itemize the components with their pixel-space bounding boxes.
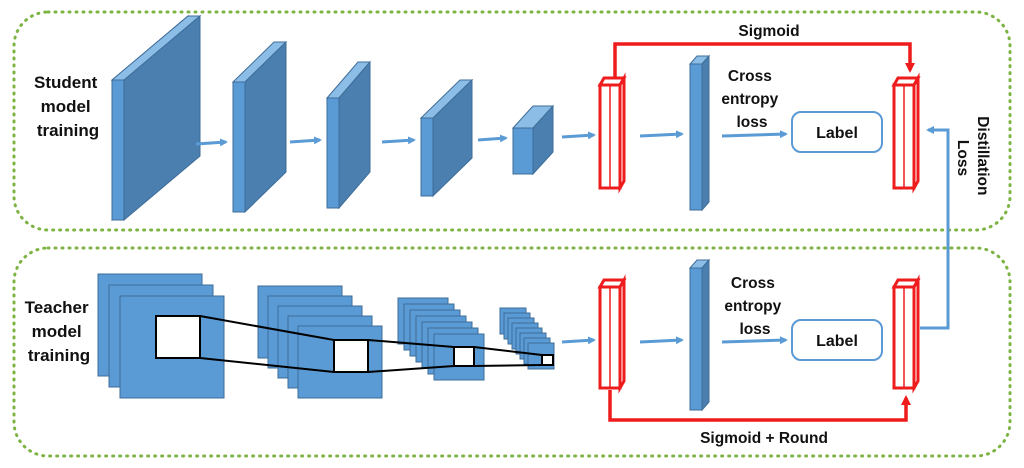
- teacher-title: Teacher model training: [25, 298, 94, 365]
- student-conv-block-4: [419, 78, 474, 198]
- student-sigmoid-label: Sigmoid: [738, 23, 799, 40]
- student-conv-block-2: [231, 40, 288, 214]
- teacher-label-box: Label: [791, 319, 883, 361]
- student-fc-layer: [688, 54, 711, 212]
- student-title-line-1: Student: [34, 73, 98, 92]
- teacher-label-text: Label: [816, 333, 858, 350]
- student-output-vector: [597, 72, 627, 194]
- teacher-receptive-field-squares: [155, 315, 554, 373]
- teacher-title-line-2: model: [32, 322, 82, 341]
- student-arrow-5: [561, 131, 596, 140]
- student-title: Student model training: [34, 73, 102, 140]
- student-arrow-4: [477, 134, 508, 143]
- teacher-fc-layer: [688, 258, 711, 412]
- distillation-loss-arrow: [920, 126, 950, 330]
- teacher-arrow-3: [721, 336, 788, 345]
- student-prediction-vector: [891, 72, 921, 194]
- teacher-receptive-field-lines: [199, 315, 543, 373]
- distillation-loss-label: Distillation Loss: [954, 116, 991, 200]
- teacher-prediction-vector: [891, 274, 921, 394]
- teacher-feature-stack-4: [499, 307, 555, 370]
- student-conv-block-3: [325, 60, 372, 210]
- teacher-arrow-1: [561, 336, 596, 345]
- student-label-box: Label: [791, 111, 883, 153]
- student-arrow-3: [381, 136, 416, 145]
- student-label-text: Label: [816, 125, 858, 142]
- student-arrow-2: [289, 136, 322, 145]
- teacher-sigmoid-round-arrow: [608, 390, 911, 422]
- student-conv-block-5: [511, 104, 555, 176]
- student-arrow-1: [195, 138, 228, 147]
- student-panel: [12, 10, 1012, 232]
- teacher-arrow-2: [639, 336, 684, 345]
- teacher-output-vector: [597, 274, 627, 394]
- student-cross-entropy-label: Cross entropy loss: [721, 68, 782, 131]
- teacher-cross-entropy-label: Cross entropy loss: [724, 275, 785, 338]
- student-arrow-6: [639, 130, 684, 139]
- student-sigmoid-arrow: [613, 42, 915, 78]
- student-title-line-2: model: [41, 97, 91, 116]
- teacher-title-line-3: training: [28, 346, 90, 365]
- teacher-feature-stack-2: [257, 285, 383, 399]
- student-conv-block-1: [110, 14, 202, 222]
- teacher-panel: [12, 246, 1012, 458]
- student-title-line-3: training: [37, 121, 99, 140]
- teacher-title-line-1: Teacher: [25, 298, 89, 317]
- teacher-sigmoid-round-label: Sigmoid + Round: [700, 430, 828, 447]
- student-arrow-7: [721, 130, 788, 139]
